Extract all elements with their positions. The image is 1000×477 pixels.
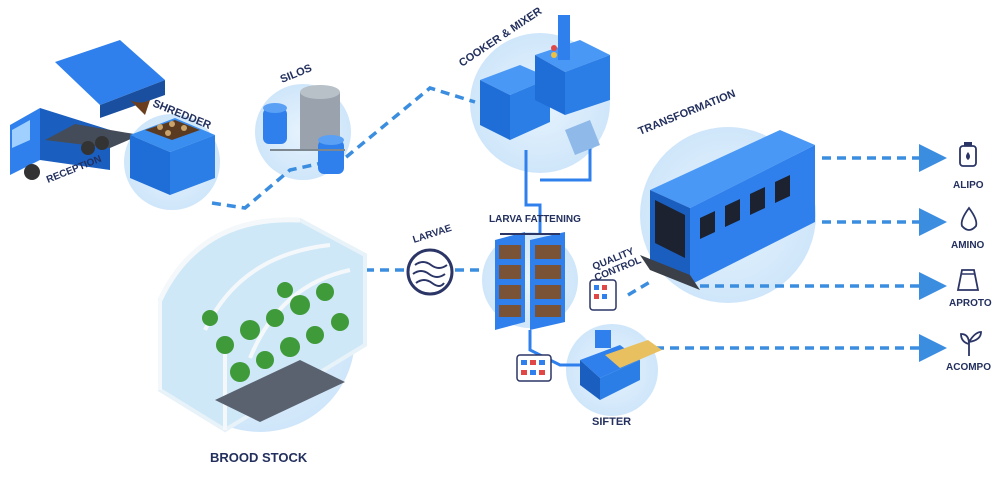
- silos-label: SILOS: [279, 62, 314, 85]
- output-label-alipo: ALIPO: [953, 180, 984, 191]
- sifter-machine: [580, 330, 662, 400]
- quality-control-panels: [516, 279, 617, 382]
- brood-stock-greenhouse: [157, 217, 367, 433]
- flow-lines: [211, 86, 947, 362]
- output-label-acompo: ACOMPO: [946, 362, 991, 373]
- brood-stock-label: BROOD STOCK: [210, 450, 308, 465]
- sprout-icon: [960, 331, 982, 356]
- larvae-badge: [406, 248, 454, 296]
- transformation-machine: [640, 130, 815, 290]
- larva-fattening-label: LARVA FATTENING: [489, 214, 581, 225]
- silos-tanks: [263, 85, 345, 174]
- drop-icon: [960, 206, 978, 231]
- cooker-mixer-machines: [480, 15, 610, 155]
- output-label-aproto: APROTO: [949, 298, 992, 309]
- sack-icon: [956, 269, 980, 291]
- sifter-label: SIFTER: [592, 416, 631, 428]
- reception-truck: [10, 40, 165, 180]
- output-label-amino: AMINO: [951, 240, 985, 251]
- larvae-label: LARVAE: [412, 223, 454, 246]
- larva-fattening-racks: [495, 232, 565, 330]
- bottle-icon: [959, 142, 977, 167]
- shredder-machine: [130, 118, 215, 195]
